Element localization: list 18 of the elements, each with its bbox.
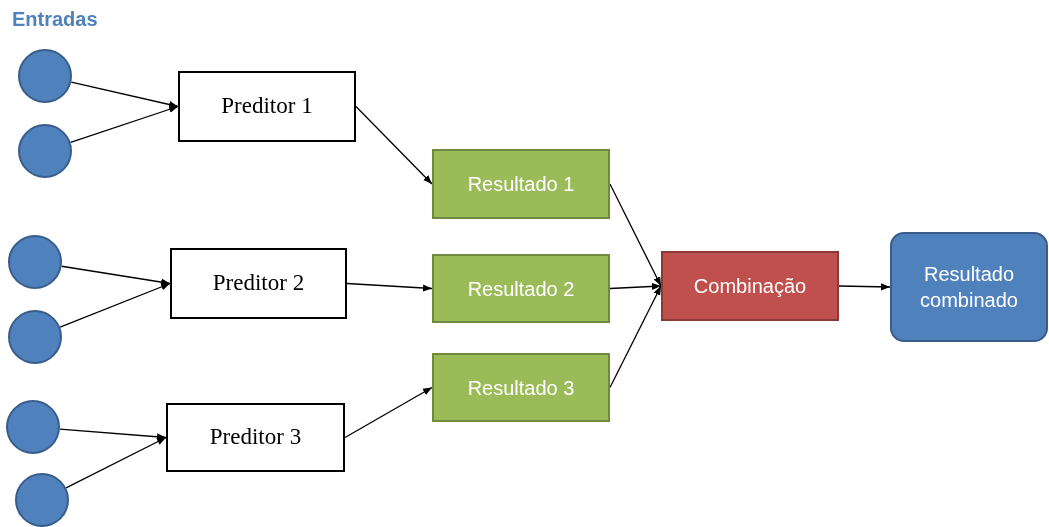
arrow (59, 428, 167, 441)
arrow (65, 436, 167, 489)
arrow (838, 283, 891, 291)
predictor-box: Preditor 3 (166, 403, 345, 472)
arrow (344, 386, 433, 439)
title: Entradas (12, 7, 98, 32)
result-box: Resultado 3 (432, 353, 610, 422)
result-box: Resultado 2 (432, 254, 610, 323)
arrow (609, 183, 662, 287)
arrow (609, 282, 662, 291)
arrow (346, 282, 433, 292)
arrow (355, 105, 433, 185)
combination-box: Combinação (661, 251, 839, 321)
result-box: Resultado 1 (432, 149, 610, 219)
arrow (61, 265, 171, 286)
final-result-box: Resultado combinado (890, 232, 1048, 342)
predictor-box: Preditor 1 (178, 71, 356, 142)
predictor-box: Preditor 2 (170, 248, 347, 319)
